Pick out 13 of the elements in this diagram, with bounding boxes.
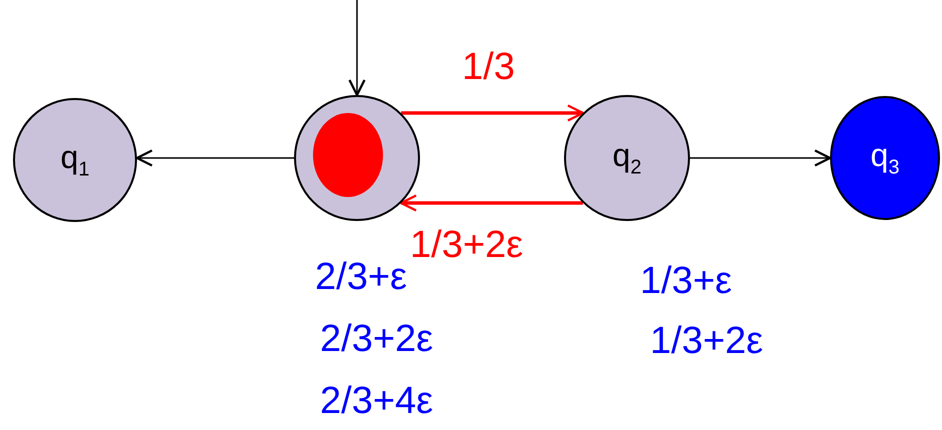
transition-arrow bbox=[348, 0, 366, 96]
state-label: q$_{2}$ bbox=[612, 136, 642, 180]
probability-label: 2/3+2ε bbox=[320, 320, 434, 358]
probability-label: 1/3+2ε bbox=[650, 322, 764, 360]
state-label: q$_{1}$ bbox=[60, 138, 90, 182]
probability-label: 2/3+4ε bbox=[320, 382, 434, 420]
transition-arrow bbox=[690, 149, 832, 167]
transition-arrow bbox=[136, 149, 294, 167]
probability-label: 1/3+ε bbox=[640, 262, 732, 300]
transition-arrow bbox=[401, 104, 584, 122]
probability-label: 2/3+ε bbox=[315, 258, 407, 296]
state-label: q$_{3}$ bbox=[870, 136, 900, 180]
transition-arrow bbox=[400, 194, 583, 212]
